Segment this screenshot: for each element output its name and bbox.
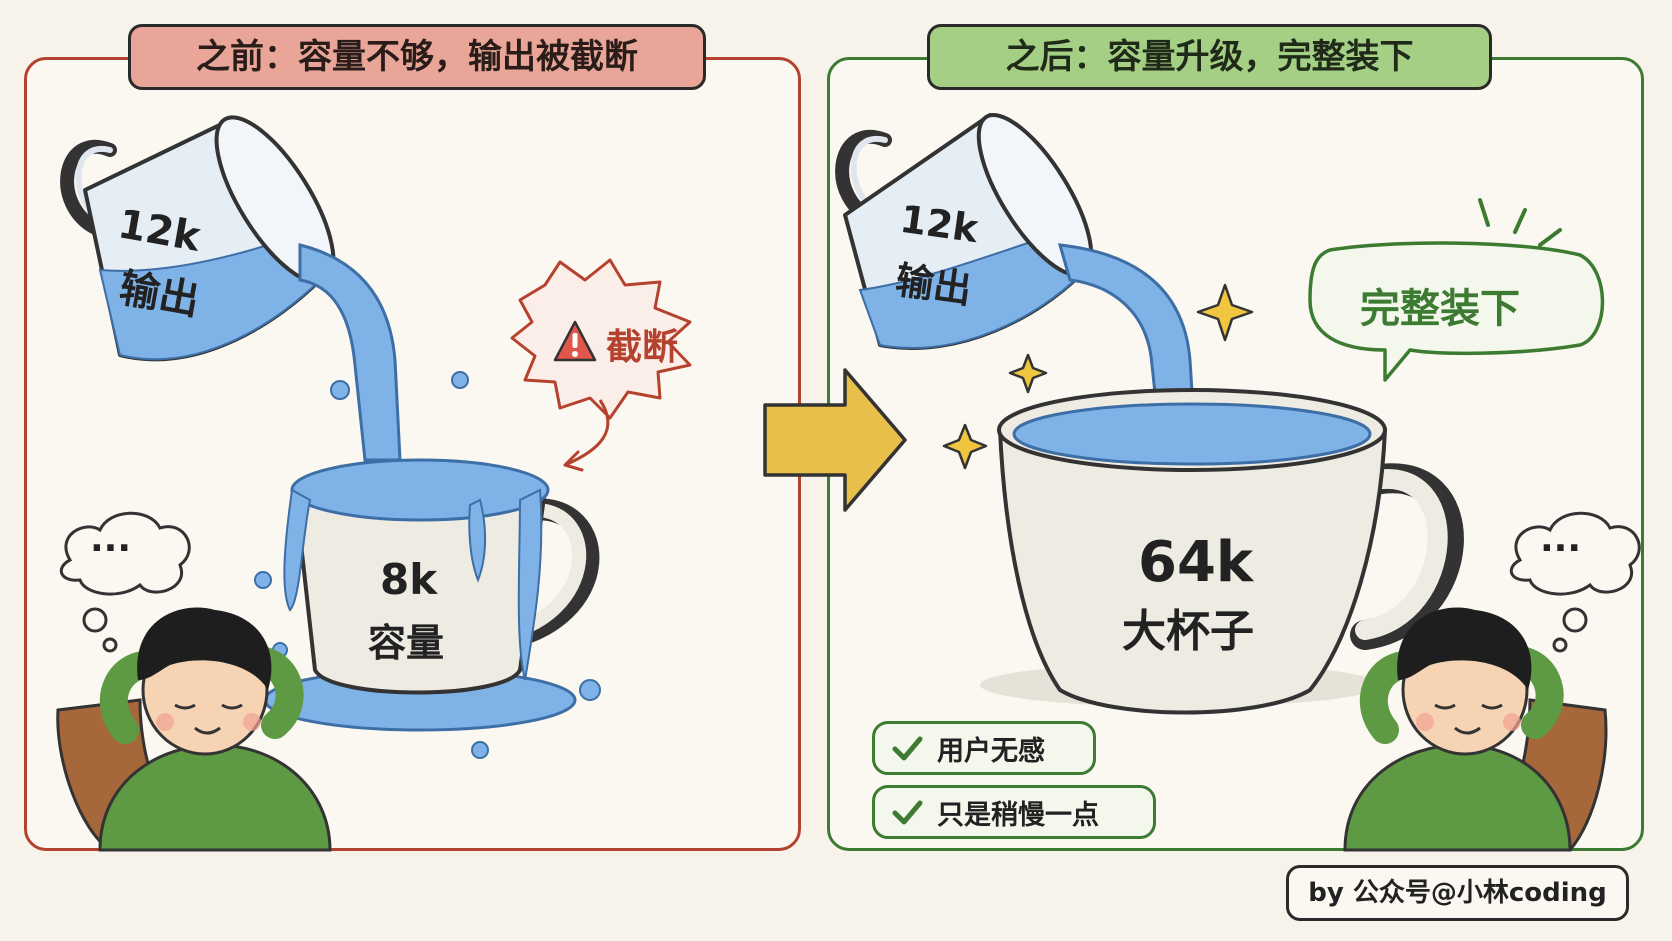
- truncation-alert-icon: [510, 258, 692, 472]
- before-title: 之前：容量不够，输出被截断: [128, 24, 706, 90]
- speech-bubble-after: [1308, 198, 1605, 382]
- check-icon: [892, 736, 923, 761]
- thought-bubble-after: [1509, 511, 1641, 653]
- after-title: 之后：容量升级，完整装下: [927, 24, 1492, 90]
- cup-after-amount: 64k: [1138, 530, 1254, 595]
- pitcher-after-icon: [835, 113, 1094, 350]
- check-label: 用户无感: [937, 735, 1045, 767]
- author-credit: by 公众号@小林coding: [1286, 865, 1629, 921]
- check-badge-slightly-slower: 只是稍慢一点: [872, 785, 1156, 839]
- cup-after-label: 大杯子: [1122, 606, 1254, 657]
- check-label: 只是稍慢一点: [937, 799, 1099, 831]
- pitcher-after-label: 输出: [892, 257, 975, 313]
- check-badge-user-unaware: 用户无感: [872, 721, 1096, 775]
- pitcher-before-icon: [60, 115, 336, 362]
- truncation-alert-text: 截断: [606, 327, 679, 368]
- sparkle-icons: [942, 283, 1254, 470]
- water-stream-before: [298, 243, 402, 462]
- relaxed-person-after-icon: [1343, 607, 1608, 852]
- cup-after-icon: [980, 388, 1464, 715]
- thought-bubble-before: [59, 511, 191, 653]
- cup-before-label: 容量: [368, 621, 445, 665]
- check-icon: [892, 800, 923, 825]
- thought-before-dots: ···: [90, 528, 132, 569]
- thought-after-dots: ···: [1540, 528, 1582, 569]
- speech-after-text: 完整装下: [1360, 286, 1520, 332]
- relaxed-person-before-icon: [56, 607, 332, 852]
- cup-before-icon: [254, 371, 601, 759]
- cup-before-amount: 8k: [380, 555, 438, 604]
- transition-arrow-icon: [763, 368, 907, 512]
